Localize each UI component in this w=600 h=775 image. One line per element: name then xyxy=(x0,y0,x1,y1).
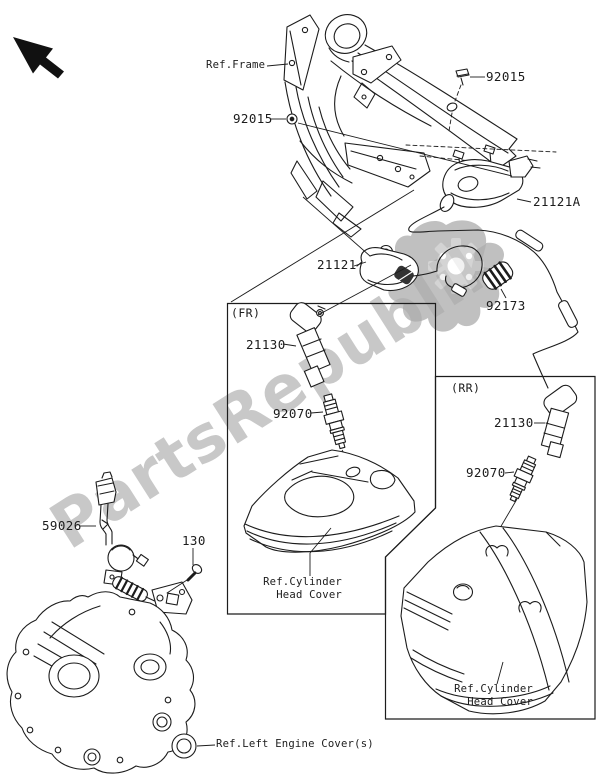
label-coil-rear-21121a: 21121A xyxy=(533,194,581,209)
stick-coil-rear-drawing xyxy=(540,384,578,459)
bolt-92015-left-drawing xyxy=(286,113,298,125)
label-front-tag: (FR) xyxy=(231,306,261,320)
stick-coil-front-drawing xyxy=(289,302,331,388)
rear-coil-wire-drawing xyxy=(408,206,579,389)
cylinder-head-cover-front-drawing xyxy=(243,449,416,553)
engine-cover-drawing xyxy=(6,591,197,774)
cylinder-head-cover-rear-drawing xyxy=(400,525,588,715)
label-ref-left-engine-cover: Ref.Left Engine Cover(s) xyxy=(216,738,374,750)
label-spark-plug-rear: 92070 xyxy=(466,465,506,480)
label-stick-coil-rear: 21130 xyxy=(494,415,534,430)
bolt-92015-top-drawing xyxy=(448,68,470,132)
pickup-sensor-drawing xyxy=(95,471,160,604)
ignition-coil-rear-drawing xyxy=(439,144,541,212)
direction-arrow-icon xyxy=(13,37,64,79)
label-ref-frame: Ref.Frame xyxy=(206,59,266,71)
label-bolt-92015-left: 92015 xyxy=(233,111,273,126)
leader-lines xyxy=(80,63,545,747)
ignition-coil-front-drawing xyxy=(356,244,483,297)
bracket-bolt-130-drawing xyxy=(97,564,203,647)
spark-plug-rear-drawing xyxy=(509,455,537,503)
spark-plug-front-drawing xyxy=(322,393,347,450)
label-pickup-sensor: 59026 xyxy=(42,518,82,533)
label-spark-plug-front: 92070 xyxy=(273,406,313,421)
rear-detail-box xyxy=(384,375,596,720)
label-grommet-92173: 92173 xyxy=(486,298,526,313)
label-coil-front-21121: 21121 xyxy=(317,257,357,272)
frame-drawing xyxy=(283,14,557,238)
label-stick-coil-front: 21130 xyxy=(246,337,286,352)
label-rear-tag: (RR) xyxy=(451,381,481,395)
label-bolt-92015-top: 92015 xyxy=(486,69,526,84)
label-bolt-130: 130 xyxy=(182,533,206,548)
grommet-92173-drawing xyxy=(482,261,514,290)
